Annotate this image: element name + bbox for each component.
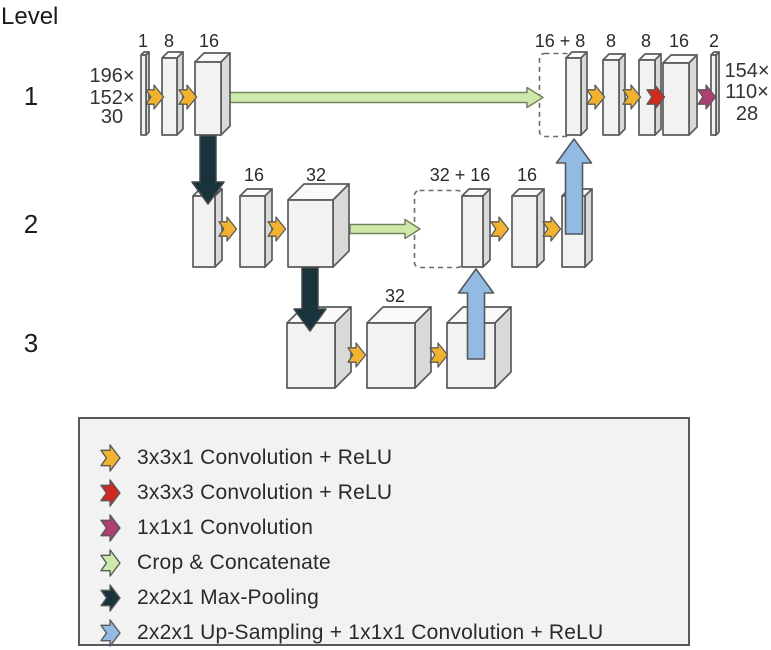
crop-concat-arrow-icon <box>349 218 421 240</box>
legend-label: 2x2x1 Up-Sampling + 1x1x1 Convolution + … <box>137 621 604 644</box>
channel-label: 16 <box>517 165 537 185</box>
input-dims-line: 30 <box>101 106 123 128</box>
channel-label: 16 + 8 <box>535 31 586 51</box>
legend-label: 3x3x1 Convolution + ReLU <box>137 446 393 469</box>
legend-label: 2x2x1 Max-Pooling <box>137 586 319 609</box>
input-dims-line: 152× <box>89 87 134 109</box>
level-label: 3 <box>24 328 38 358</box>
crop-concat-arrow-icon <box>100 549 121 577</box>
feature-map-box <box>638 53 662 136</box>
legend-item: 3x3x1 Convolution + ReLU <box>100 444 688 472</box>
input-dims: 196× 152× 30 <box>89 65 134 128</box>
output-dims-line: 28 <box>736 103 758 125</box>
legend: 3x3x1 Convolution + ReLU 3x3x3 Convoluti… <box>78 417 690 647</box>
channel-label: 16 <box>244 165 264 185</box>
channel-label: 16 <box>669 31 689 51</box>
max-pool-arrow-icon <box>293 267 327 332</box>
feature-map-box <box>194 52 231 136</box>
channel-label: 32 <box>306 165 326 185</box>
crop-concat-arrow-icon <box>227 86 544 109</box>
feature-map-box <box>366 306 432 389</box>
feature-map-box <box>461 188 491 268</box>
up-sample-arrow-icon <box>100 619 121 647</box>
legend-item: Crop & Concatenate <box>100 549 688 577</box>
legend-item: 3x3x3 Convolution + ReLU <box>100 479 688 507</box>
feature-map-box <box>511 188 545 268</box>
feature-map-box <box>565 51 588 136</box>
channel-label: 2 <box>709 31 719 51</box>
legend-label: 3x3x3 Convolution + ReLU <box>137 481 393 504</box>
channel-label: 8 <box>606 31 616 51</box>
conv3x3x3-arrow-icon <box>100 479 121 507</box>
output-dims: 154× 110× 28 <box>724 60 769 125</box>
output-dims-line: 110× <box>725 81 769 103</box>
conv3x3x1-arrow-icon <box>586 84 606 110</box>
feature-map-box <box>239 188 273 268</box>
max-pool-arrow-icon <box>100 584 121 612</box>
legend-item: 2x2x1 Max-Pooling <box>100 584 688 612</box>
feature-map-box <box>602 53 626 136</box>
input-dims-line: 196× <box>89 65 134 87</box>
channel-label: 8 <box>641 31 651 51</box>
up-sample-arrow-icon <box>555 138 593 235</box>
level-axis-title: Level <box>1 3 58 30</box>
legend-item: 1x1x1 Convolution <box>100 514 688 542</box>
channel-label: 16 <box>199 31 219 51</box>
conv3x3x1-arrow-icon <box>100 444 121 472</box>
conv3x3x1-arrow-icon <box>429 342 449 368</box>
level-label: 1 <box>24 81 38 111</box>
legend-label: 1x1x1 Convolution <box>137 516 314 539</box>
channel-label: 32 <box>385 286 405 306</box>
feature-map-box <box>161 51 184 136</box>
max-pool-arrow-icon <box>191 135 225 205</box>
concat-placeholder-box <box>413 189 464 269</box>
output-dims-line: 154× <box>724 60 769 82</box>
legend-item: 2x2x1 Up-Sampling + 1x1x1 Convolution + … <box>100 619 688 647</box>
channel-label: 32 + 16 <box>430 165 491 185</box>
feature-map-box <box>662 54 698 136</box>
up-sample-arrow-icon <box>457 268 495 360</box>
conv1x1x1-arrow-icon <box>100 514 121 542</box>
level-label: 2 <box>24 209 38 239</box>
channel-label: 1 <box>138 31 148 51</box>
feature-map-box <box>140 51 150 136</box>
conv3x3x1-arrow-icon <box>542 216 562 242</box>
feature-map-box <box>287 183 350 268</box>
conv3x3x1-arrow-icon <box>490 216 510 242</box>
legend-label: Crop & Concatenate <box>137 551 331 574</box>
channel-label: 8 <box>164 31 174 51</box>
